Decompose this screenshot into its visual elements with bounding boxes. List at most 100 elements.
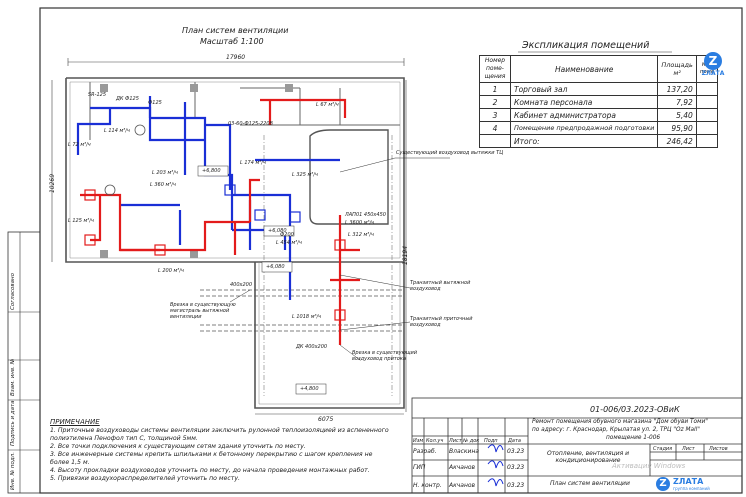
- dim-right: 18194: [402, 245, 410, 266]
- notes-heading: ПРИМЕЧАНИЕ: [50, 418, 100, 426]
- signature: [487, 460, 504, 469]
- role-label: Н. контр.: [413, 482, 442, 489]
- role-label: ГИП: [413, 464, 426, 471]
- logo-tagline: группа компаний: [673, 485, 710, 491]
- dim-bottom: 6075: [318, 416, 334, 423]
- note-line: полиэтилена Пенофол тип С, толщиной 5мм.: [50, 435, 198, 442]
- stamp-room: помещение 1-006: [606, 435, 661, 441]
- table-cell: Помещение предпродажной подготовки: [509, 121, 659, 135]
- table-cell: 246,42: [657, 134, 697, 148]
- os-watermark: Активация Windows: [612, 462, 686, 470]
- side-label: Взам. инв. №: [10, 358, 16, 396]
- duct-label: Ф125: [148, 100, 162, 106]
- duct-label: ДК 400х200: [296, 344, 328, 350]
- column: [190, 84, 198, 92]
- logo-bottom: Z ZЛАТА группа компаний: [656, 477, 710, 491]
- duct-label: ЛАП01 450х450: [345, 212, 386, 218]
- col-header: Дата: [508, 438, 521, 444]
- logo-icon: Z: [656, 477, 670, 491]
- duct-label: L 325 м³/ч: [292, 172, 318, 178]
- note-line: 5. Привязки воздухораспределителей уточн…: [50, 475, 240, 482]
- duct-label: 03-60-Ф125-220В: [228, 121, 273, 127]
- column: [100, 250, 108, 258]
- explication-table: Номер поме-щения Наименование Площадь м²…: [479, 55, 719, 148]
- logo: Z ZЛАТА: [698, 52, 728, 77]
- table-header: Площадь м²: [657, 55, 697, 83]
- level-mark: +4,800: [300, 386, 319, 392]
- duct-label: L 200 м³/ч: [158, 268, 184, 274]
- role-name: Власкина: [449, 448, 480, 455]
- stage-header: Лист: [682, 446, 695, 452]
- duct-label: SR-125: [88, 92, 106, 98]
- diffuser-markers: [84, 124, 346, 321]
- role-label: Разраб.: [413, 448, 437, 455]
- explication-title: Экспликация помещений: [522, 40, 650, 51]
- col-header: № док: [463, 438, 480, 444]
- table-cell: [479, 134, 511, 148]
- callout-existing-exhaust: Существующий воздуховод вытяжки ТЦ: [396, 150, 504, 156]
- note-line: 1. Приточные воздуховоды системы вентиля…: [50, 427, 389, 434]
- level-mark: +6,800: [202, 168, 221, 174]
- plan-title: План систем вентиляции: [182, 26, 289, 35]
- table-cell: 5,40: [657, 108, 697, 122]
- col-header: Кол.уч: [426, 438, 444, 444]
- dim-top: 17960: [226, 54, 246, 61]
- table-cell: Итого:: [509, 134, 659, 148]
- table-row: 2 Комната персонала 7,92: [479, 95, 719, 109]
- signature: [487, 444, 504, 453]
- table-row: 3 Кабинет администратора 5,40: [479, 108, 719, 122]
- table-cell: 95,90: [657, 121, 697, 135]
- stamp-section: Отопление, вентиляция и кондиционировани…: [546, 450, 630, 464]
- level-mark: +6,080: [266, 264, 285, 270]
- table-cell: 4: [479, 121, 511, 135]
- duct-label: L 3600 м³/ч: [345, 220, 375, 226]
- duct-label: L 72 м³/ч: [68, 142, 91, 148]
- signature: [487, 478, 504, 487]
- table-header: Наименование: [509, 55, 659, 83]
- duct-label: Ф200: [280, 232, 294, 238]
- table-cell: [695, 82, 719, 96]
- wall-outline-lower: [254, 262, 405, 409]
- logo-name: ZЛАТА: [701, 70, 725, 77]
- duct-label: L 312 м³/ч: [348, 232, 374, 238]
- logo-icon: Z: [704, 52, 722, 70]
- duct-label: L 114 м³/ч: [104, 128, 130, 134]
- leader-lines: [229, 157, 450, 361]
- column: [100, 84, 108, 92]
- note-line: 3. Все инженерные системы крепить шпильк…: [50, 451, 373, 458]
- table-cell: [695, 134, 719, 148]
- table-header-row: Номер поме-щения Наименование Площадь м²…: [479, 55, 719, 83]
- stamp-address: по адресу: г. Краснодар, Крылатая ул. 2,…: [532, 427, 700, 433]
- table-cell: 7,92: [657, 95, 697, 109]
- role-date: 03.23: [507, 448, 525, 455]
- table-row: 1 Торговый зал 137,20: [479, 82, 719, 96]
- callout-transit-supply: Транзитный приточный воздуховод: [410, 316, 473, 328]
- table-cell: 3: [479, 108, 511, 122]
- logo-name: ZЛАТА: [673, 476, 704, 486]
- col-header: Подп: [484, 438, 498, 444]
- table-cell: 2: [479, 95, 511, 109]
- table-row: 4 Помещение предпродажной подготовки 95,…: [479, 121, 719, 135]
- table-header: Номер поме-щения: [479, 55, 511, 83]
- callout-tie-in-supply: Врезка в существующий воздуховод притока: [352, 350, 418, 362]
- binding-strip: [7, 231, 41, 494]
- role-name: Акчанов: [449, 482, 476, 489]
- col-header: Изм: [413, 438, 424, 444]
- table-cell: 1: [479, 82, 511, 96]
- duct-label: L 360 м³/ч: [150, 182, 176, 188]
- side-label: Согласовано: [10, 273, 16, 310]
- side-label: Инв. № подл.: [10, 452, 16, 490]
- duct-label: L 203 м³/ч: [152, 170, 178, 176]
- role-date: 03.23: [507, 482, 525, 489]
- callout-tie-in-exhaust: Врезка в существующую магистраль вытяжно…: [170, 302, 236, 320]
- table-row: Итого: 246,42: [479, 134, 719, 148]
- role-name: Акчанов: [449, 464, 476, 471]
- column: [285, 84, 293, 92]
- stage-header: Стадия: [653, 446, 673, 452]
- existing-exhaust-duct: [309, 129, 389, 225]
- stage-header: Листов: [709, 446, 728, 452]
- plan-scale: Масштаб 1:100: [200, 37, 264, 46]
- col-header: Лист: [449, 438, 462, 444]
- dim-left: 10269: [49, 173, 57, 194]
